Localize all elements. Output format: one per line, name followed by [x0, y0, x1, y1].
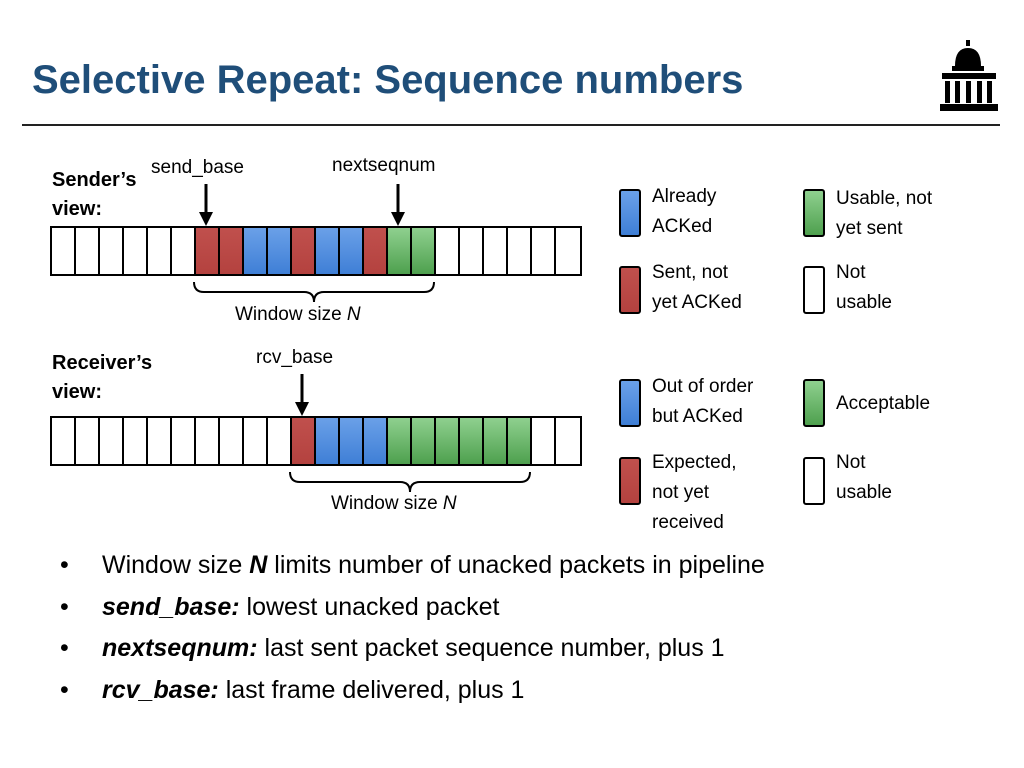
sender-seq-cell-white [172, 228, 196, 274]
sender-seq-cell-white [436, 228, 460, 274]
sender-seq-cell-white [484, 228, 508, 274]
legend-swatch-sent-not-acked [619, 266, 641, 314]
receiver-seq-cell-green [412, 418, 436, 464]
receiver-seq-cell-white [244, 418, 268, 464]
sender-seq-cell-green [412, 228, 436, 274]
nextseqnum-label: nextseqnum [332, 155, 436, 176]
receiver-sequence-strip [50, 416, 582, 466]
sender-seq-cell-blue [268, 228, 292, 274]
sender-seq-cell-white [460, 228, 484, 274]
legend-swatch-usable-not-sent [803, 189, 825, 237]
nextseqnum-arrow [391, 184, 405, 226]
receiver-seq-cell-blue [316, 418, 340, 464]
sender-seq-cell-white [100, 228, 124, 274]
sender-seq-cell-white [124, 228, 148, 274]
receiver-seq-cell-green [484, 418, 508, 464]
receiver-seq-cell-white [172, 418, 196, 464]
sender-seq-cell-white [556, 228, 580, 274]
legend-swatch-not-usable-receiver [803, 457, 825, 505]
receiver-seq-cell-blue [364, 418, 388, 464]
receiver-seq-cell-white [556, 418, 580, 464]
bullet-nextseqnum: •nextseqnum: last sent packet sequence n… [60, 634, 725, 662]
receiver-seq-cell-white [196, 418, 220, 464]
receiver-seq-cell-blue [340, 418, 364, 464]
bullet-send-base: •send_base: lowest unacked packet [60, 592, 500, 621]
legend-swatch-out-of-order [619, 379, 641, 427]
bullet-list: •Window size N limits number of unacked … [60, 545, 765, 711]
sender-seq-cell-red [292, 228, 316, 274]
legend-swatch-acceptable [803, 379, 825, 427]
sender-seq-cell-blue [244, 228, 268, 274]
send-base-label: send_base [151, 157, 244, 178]
receiver-seq-cell-green [460, 418, 484, 464]
sender-seq-cell-white [532, 228, 556, 274]
legend-swatch-not-usable-sender [803, 266, 825, 314]
sender-window-brace [193, 281, 435, 303]
sender-window-label: Window size N [235, 304, 361, 325]
sender-seq-cell-white [52, 228, 76, 274]
sender-seq-cell-blue [316, 228, 340, 274]
sender-seq-cell-red [364, 228, 388, 274]
legend-swatch-expected [619, 457, 641, 505]
sender-seq-cell-white [508, 228, 532, 274]
legend-swatch-already-acked [619, 189, 641, 237]
receiver-seq-cell-red [292, 418, 316, 464]
receiver-seq-cell-white [532, 418, 556, 464]
sender-seq-cell-blue [340, 228, 364, 274]
sender-seq-cell-red [196, 228, 220, 274]
receiver-seq-cell-green [508, 418, 532, 464]
receiver-window-brace [289, 471, 531, 493]
receiver-seq-cell-white [52, 418, 76, 464]
rcv-base-arrow [295, 374, 309, 416]
receiver-seq-cell-green [388, 418, 412, 464]
receiver-seq-cell-green [436, 418, 460, 464]
sender-seq-cell-white [76, 228, 100, 274]
sender-sequence-strip [50, 226, 582, 276]
sender-seq-cell-white [148, 228, 172, 274]
rcv-base-label: rcv_base [256, 347, 334, 368]
slide-title: Selective Repeat: Sequence numbers [32, 58, 744, 102]
bullet-rcv-base: •rcv_base: last frame delivered, plus 1 [60, 675, 525, 704]
receiver-seq-cell-white [268, 418, 292, 464]
receiver-seq-cell-white [124, 418, 148, 464]
sender-view-label: Sender’s view: [52, 169, 137, 220]
receiver-window-label: Window size N [331, 493, 457, 514]
receiver-seq-cell-white [100, 418, 124, 464]
capitol-dome-icon [940, 40, 998, 111]
receiver-view-label: Receiver’s view: [52, 352, 153, 403]
bullet-window-size: •Window size N limits number of unacked … [60, 551, 765, 579]
sender-seq-cell-red [220, 228, 244, 274]
receiver-seq-cell-white [76, 418, 100, 464]
sender-seq-cell-green [388, 228, 412, 274]
receiver-seq-cell-white [148, 418, 172, 464]
title-divider [22, 124, 1000, 126]
receiver-seq-cell-white [220, 418, 244, 464]
legend-acceptable: Acceptable [836, 393, 931, 414]
send-base-arrow [199, 184, 213, 226]
